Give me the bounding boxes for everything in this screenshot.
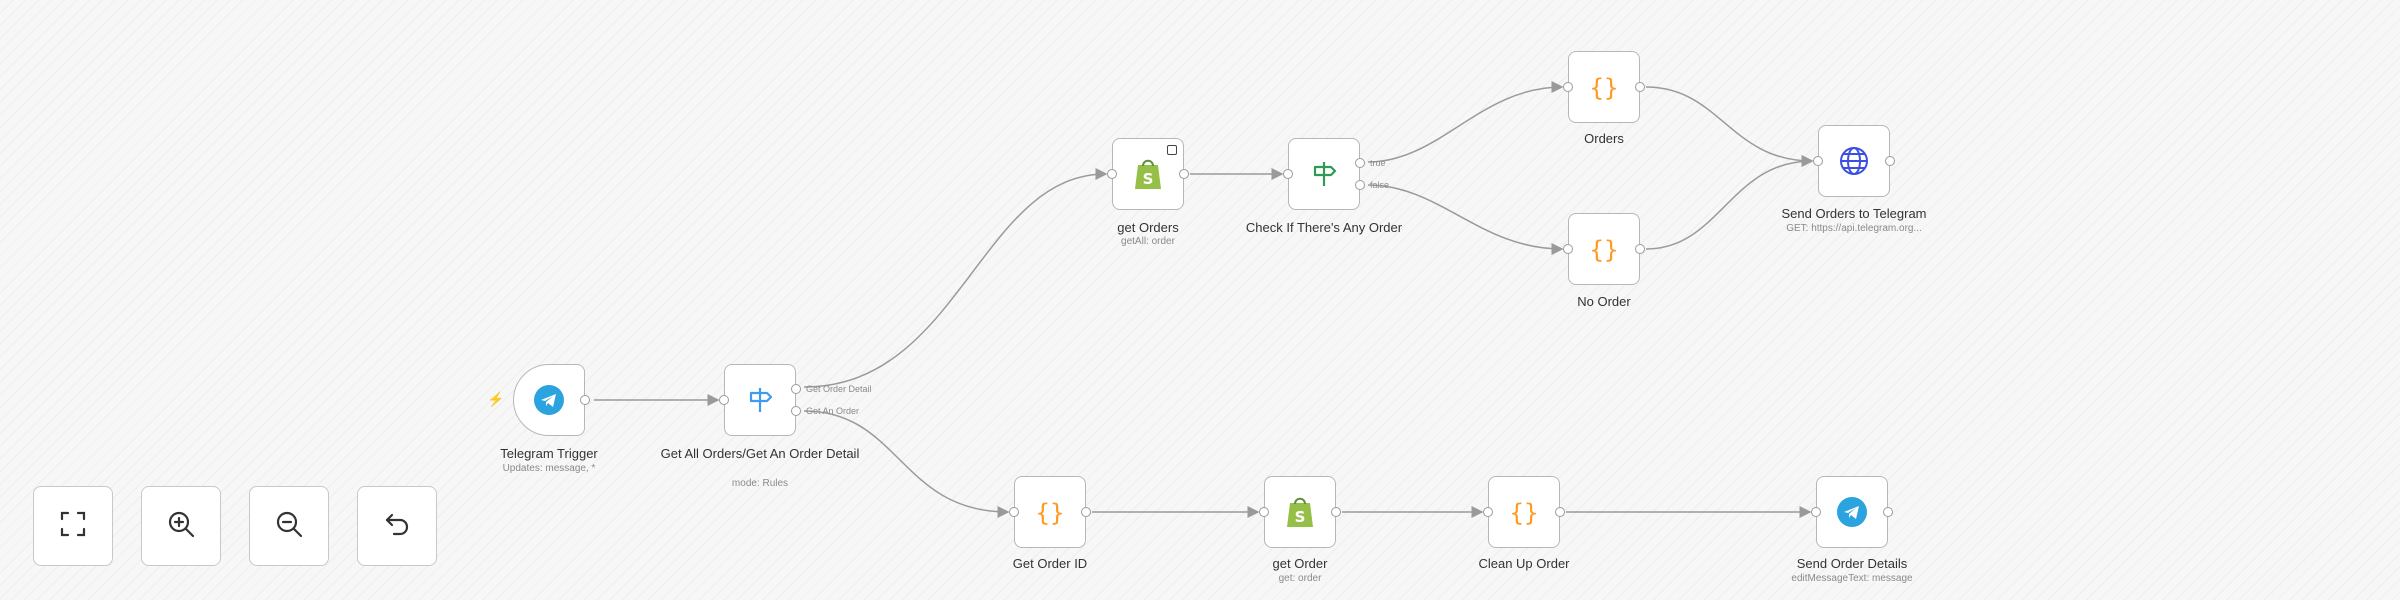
fit-view-icon <box>58 509 88 544</box>
node-title: Check If There's Any Order <box>1245 220 1403 235</box>
input-port[interactable] <box>1563 82 1573 92</box>
shopify-icon: S <box>1282 494 1318 530</box>
output-port[interactable] <box>580 395 590 405</box>
reset-zoom-button[interactable] <box>357 486 437 566</box>
svg-text:S: S <box>1143 170 1154 188</box>
node-get-order[interactable]: S <box>1259 476 1341 548</box>
signpost-icon <box>742 382 778 418</box>
node-title: Get Order ID <box>1012 556 1088 571</box>
edge-check-to-orders <box>1367 81 1564 163</box>
node-title: Send Orders to Telegram <box>1781 206 1927 221</box>
node-check-order[interactable]: true false <box>1283 138 1389 210</box>
input-port[interactable] <box>1259 507 1269 517</box>
undo-icon <box>382 509 412 544</box>
globe-icon <box>1836 143 1872 179</box>
node-send-orders-to-telegram[interactable] <box>1813 125 1895 197</box>
output-port[interactable] <box>1635 244 1645 254</box>
node-get-orders[interactable]: S <box>1107 138 1189 210</box>
input-port[interactable] <box>1813 156 1823 166</box>
output-port[interactable] <box>1635 82 1645 92</box>
telegram-icon <box>531 382 567 418</box>
node-get-order-id[interactable]: {} <box>1009 476 1091 548</box>
input-port[interactable] <box>1107 169 1117 179</box>
output-port-true[interactable]: true <box>1355 158 1386 168</box>
node-subtitle: mode: Rules <box>731 478 789 489</box>
fit-view-button[interactable] <box>33 486 113 566</box>
input-port[interactable] <box>1811 507 1821 517</box>
node-subtitle: editMessageText: message <box>1791 573 1913 584</box>
svg-text:{}: {} <box>1036 499 1065 527</box>
input-port[interactable] <box>1283 169 1293 179</box>
output-label: Get An Order <box>806 406 860 416</box>
code-braces-icon: {} <box>1586 69 1622 105</box>
output-port[interactable] <box>1883 507 1893 517</box>
node-switch[interactable]: Get Order Detail Get An Order <box>719 364 872 436</box>
node-title: Orders <box>1584 131 1624 146</box>
output-port-1[interactable]: Get Order Detail <box>791 384 872 394</box>
output-label: Get Order Detail <box>806 384 872 394</box>
zoom-in-button[interactable] <box>141 486 221 566</box>
node-badge-icon <box>1167 145 1177 155</box>
input-port[interactable] <box>719 395 729 405</box>
edge-switch-to-get-orders <box>803 168 1108 388</box>
node-title: Send Order Details <box>1796 556 1908 571</box>
output-label: true <box>1370 158 1386 168</box>
node-subtitle: Updates: message, * <box>502 463 596 474</box>
telegram-icon <box>1834 494 1870 530</box>
zoom-out-icon <box>274 509 304 544</box>
zoom-in-icon <box>166 509 196 544</box>
output-port-false[interactable]: false <box>1355 180 1389 190</box>
node-no-order[interactable]: {} <box>1563 213 1645 285</box>
code-braces-icon: {} <box>1586 231 1622 267</box>
node-title: get Order <box>1272 556 1328 571</box>
edge-orders-to-send <box>1645 86 1814 167</box>
node-subtitle: getAll: order <box>1121 236 1175 247</box>
output-port-2[interactable]: Get An Order <box>791 406 859 416</box>
edge-check-to-no-order <box>1367 184 1564 255</box>
output-label: false <box>1370 180 1390 190</box>
output-port[interactable] <box>1331 507 1341 517</box>
node-title: No Order <box>1577 294 1631 309</box>
node-send-order-details[interactable] <box>1811 476 1893 548</box>
node-subtitle: GET: https://api.telegram.org... <box>1786 223 1922 234</box>
edge-switch-to-get-order-id <box>803 410 1010 518</box>
output-port[interactable] <box>1081 507 1091 517</box>
code-braces-icon: {} <box>1032 494 1068 530</box>
input-port[interactable] <box>1009 507 1019 517</box>
node-clean-up-order[interactable]: {} <box>1483 476 1565 548</box>
node-subtitle: get: order <box>1278 573 1322 584</box>
node-telegram-trigger[interactable] <box>513 364 590 436</box>
code-braces-icon: {} <box>1506 494 1542 530</box>
edge-no-order-to-send <box>1645 155 1814 250</box>
input-port[interactable] <box>1483 507 1493 517</box>
svg-text:{}: {} <box>1590 74 1619 102</box>
svg-text:S: S <box>1295 508 1306 526</box>
input-port[interactable] <box>1563 244 1573 254</box>
node-title: get Orders <box>1117 220 1179 235</box>
output-port[interactable] <box>1555 507 1565 517</box>
output-port[interactable] <box>1179 169 1189 179</box>
output-port[interactable] <box>1885 156 1895 166</box>
shopify-icon: S <box>1130 156 1166 192</box>
zoom-out-button[interactable] <box>249 486 329 566</box>
node-title: Get All Orders/Get An Order Detail <box>660 446 860 461</box>
node-title: Clean Up Order <box>1478 556 1570 571</box>
node-title: Telegram Trigger <box>500 446 598 461</box>
filter-signpost-icon <box>1306 156 1342 192</box>
svg-text:{}: {} <box>1590 236 1619 264</box>
node-orders[interactable]: {} <box>1563 51 1645 123</box>
trigger-bolt-icon: ⚡ <box>487 391 505 407</box>
svg-text:{}: {} <box>1510 499 1539 527</box>
